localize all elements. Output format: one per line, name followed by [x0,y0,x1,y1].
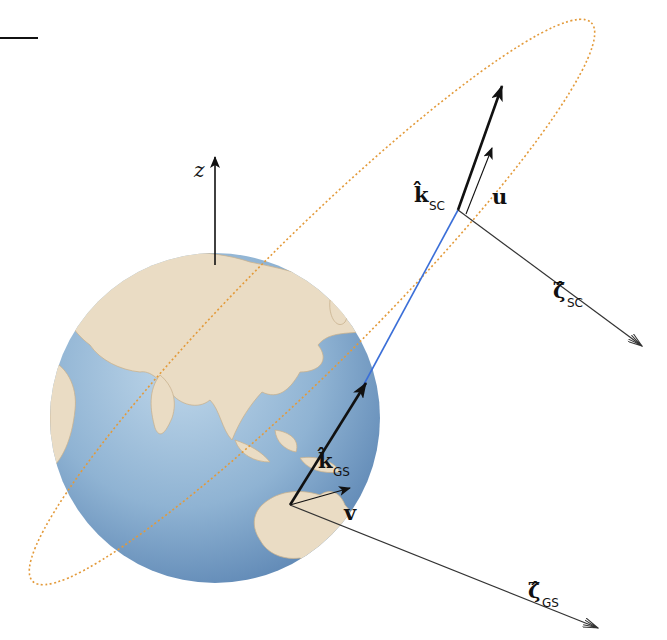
vector-subscript: GS [542,597,559,609]
vector-symbol: k̂ [318,450,333,471]
axis-label: z [194,160,205,180]
vector-subscript: GS [333,466,350,478]
vector-symbol: k̂ [414,184,429,205]
vector-subscript: SC [567,297,583,309]
vector-symbol: ζ̂ [528,580,540,601]
vector-symbol: u [492,186,507,207]
vector-symbol: v [344,502,356,523]
vector-subscript: SC [429,200,445,212]
vector-symbol: ζ̂ [553,280,565,301]
